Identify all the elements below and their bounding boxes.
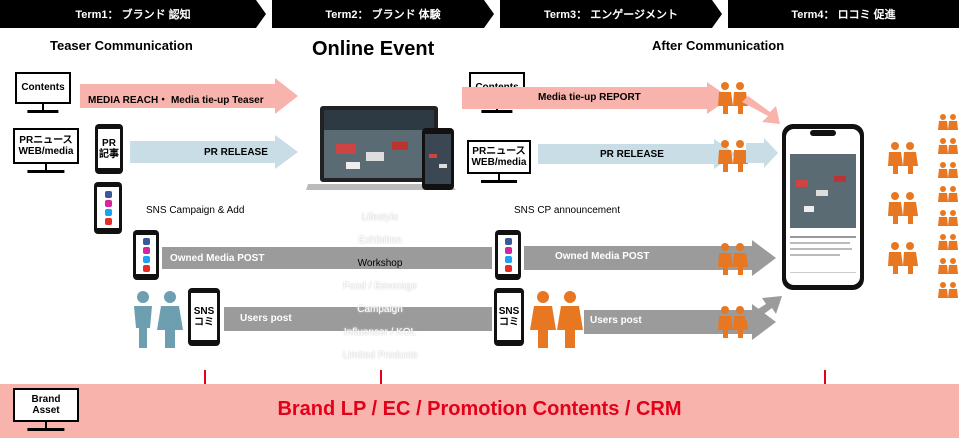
pr-article-phone: PR 記事 xyxy=(95,124,123,174)
event-items-list: Lifestyle Exhibition Workshop Food / Bev… xyxy=(318,206,442,367)
bottom-bar xyxy=(0,384,959,438)
facebook-icon xyxy=(104,190,112,198)
diagonal-gray-arrow xyxy=(744,296,782,324)
users-right-people-icon xyxy=(530,291,583,348)
owned-media-right-label: Owned Media POST xyxy=(555,251,650,262)
term2-label: Term2： ブランド 体験 xyxy=(325,9,441,21)
instagram-icon xyxy=(504,246,512,254)
people-icon xyxy=(718,82,748,114)
social-post-phone-image xyxy=(782,124,864,290)
people-icon xyxy=(888,242,918,274)
people-icon xyxy=(718,243,748,275)
instagram-icon xyxy=(142,246,150,254)
after-title: After Communication xyxy=(652,38,785,53)
term4-label: Term4： ロコミ 促進 xyxy=(791,9,896,21)
facebook-icon xyxy=(504,237,512,245)
facebook-icon xyxy=(142,237,150,245)
short-blue-arrow xyxy=(746,138,778,168)
sns-komi-left-phone: SNS コミ xyxy=(188,288,220,346)
twitter-icon xyxy=(142,255,150,263)
brand-asset-label: Brand Asset xyxy=(31,393,61,417)
sns-komi-left-label: SNS コミ xyxy=(193,305,215,328)
pr-news-left-box: PRニュース WEB/media xyxy=(13,128,79,173)
youtube-icon xyxy=(504,264,512,272)
owned-media-left-phone xyxy=(133,230,159,280)
brand-asset-box: Brand Asset xyxy=(13,388,79,431)
users-post-left-label: Users post xyxy=(240,313,292,324)
media-report-arrow xyxy=(462,82,730,114)
event-item: Influencer / KOL xyxy=(343,327,417,338)
youtube-icon xyxy=(104,217,112,225)
event-item: Food / Beverage xyxy=(343,281,417,292)
users-post-right-label: Users post xyxy=(590,315,642,326)
owned-media-right-arrow xyxy=(524,240,776,276)
owned-media-left-label: Owned Media POST xyxy=(170,253,265,264)
term1-bar: Term1： ブランド 認知 xyxy=(0,0,266,28)
instagram-icon xyxy=(104,199,112,207)
pr-release-right-label: PR RELEASE xyxy=(600,149,664,160)
pr-release-left-label: PR RELEASE xyxy=(204,147,268,158)
people-icon xyxy=(888,142,918,174)
sns-campaign-label: SNS Campaign & Add xyxy=(146,205,245,216)
youtube-icon xyxy=(142,264,150,272)
sns-komi-right-phone: SNS コミ xyxy=(494,288,524,346)
contents-left-box: Contents xyxy=(15,72,71,113)
media-reach-arrow xyxy=(80,78,298,114)
pr-release-left-arrow xyxy=(130,135,298,169)
people-icon xyxy=(718,306,748,338)
event-item: Workshop xyxy=(357,258,403,269)
term4-bar: Term4： ロコミ 促進 xyxy=(728,0,959,28)
users-post-band xyxy=(224,307,492,331)
online-event-device-image xyxy=(306,106,456,190)
pr-article-label: PR 記事 xyxy=(99,137,119,160)
pr-news-right-box: PRニュース WEB/media xyxy=(467,140,531,183)
term2-bar: Term2： ブランド 体験 xyxy=(272,0,494,28)
event-item: Limited Products xyxy=(342,350,418,361)
owned-media-right-phone xyxy=(495,230,521,280)
term1-label: Term1： ブランド 認知 xyxy=(75,9,191,21)
pr-news-right-label: PRニュース WEB/media xyxy=(471,145,527,169)
people-column-icon xyxy=(938,114,958,298)
sns-cp-label: SNS CP announcement xyxy=(514,205,620,216)
twitter-icon xyxy=(104,208,112,216)
contents-left-label: Contents xyxy=(21,82,65,94)
teaser-title: Teaser Communication xyxy=(50,38,193,53)
pr-release-right-arrow xyxy=(538,139,736,169)
people-icon xyxy=(718,140,748,172)
event-item: Lifestyle xyxy=(361,212,399,223)
event-item: Campaign xyxy=(357,304,403,315)
event-title: Online Event xyxy=(312,38,435,60)
people-icon xyxy=(888,192,918,224)
media-report-label: Media tie-up REPORT xyxy=(538,92,641,103)
event-item: Exhibition xyxy=(358,235,402,246)
users-left-people-icon xyxy=(134,291,183,348)
term3-label: Term3： エンゲージメント xyxy=(543,9,679,21)
owned-media-band xyxy=(162,247,492,269)
bottom-channels-text: Brand LP / EC / Promotion Contents / CRM xyxy=(277,398,682,420)
term3-bar: Term3： エンゲージメント xyxy=(500,0,722,28)
sns-komi-right-label: SNS コミ xyxy=(498,305,520,328)
sns-icons-phone xyxy=(94,182,122,234)
media-reach-label: MEDIA REACH・ Media tie-up Teaser xyxy=(88,95,264,106)
pr-news-left-label: PRニュース WEB/media xyxy=(18,134,74,158)
diagonal-pink-arrow xyxy=(742,96,780,124)
twitter-icon xyxy=(504,255,512,263)
